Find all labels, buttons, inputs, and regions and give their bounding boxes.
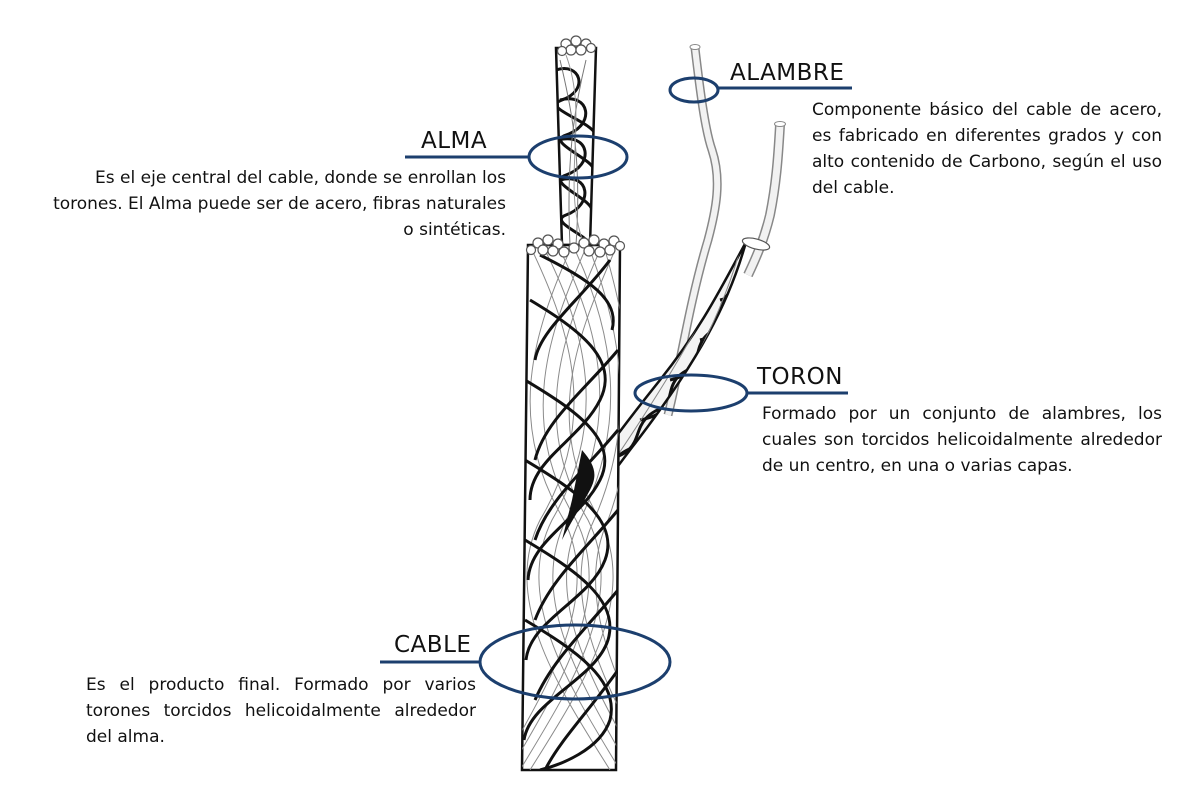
toron-title: TORON bbox=[757, 364, 843, 390]
alma-title: ALMA bbox=[421, 128, 488, 154]
alambre-title: ALAMBRE bbox=[730, 60, 845, 86]
core-illustration bbox=[554, 35, 598, 247]
callout-toron bbox=[633, 373, 848, 413]
callout-cable bbox=[380, 623, 672, 701]
alambre-description: Componente básico del cable de acero, es… bbox=[812, 100, 1162, 198]
cable-description: Es el producto final. Formado por varios… bbox=[86, 675, 476, 747]
toron-description: Formado por un conjunto de alambres, los… bbox=[762, 404, 1162, 476]
cable-title: CABLE bbox=[394, 632, 472, 658]
cable-illustration bbox=[520, 234, 626, 772]
alma-description: Es el eje central del cable, donde se en… bbox=[53, 168, 506, 240]
callout-alma bbox=[405, 134, 629, 180]
callout-alambre bbox=[668, 76, 852, 104]
